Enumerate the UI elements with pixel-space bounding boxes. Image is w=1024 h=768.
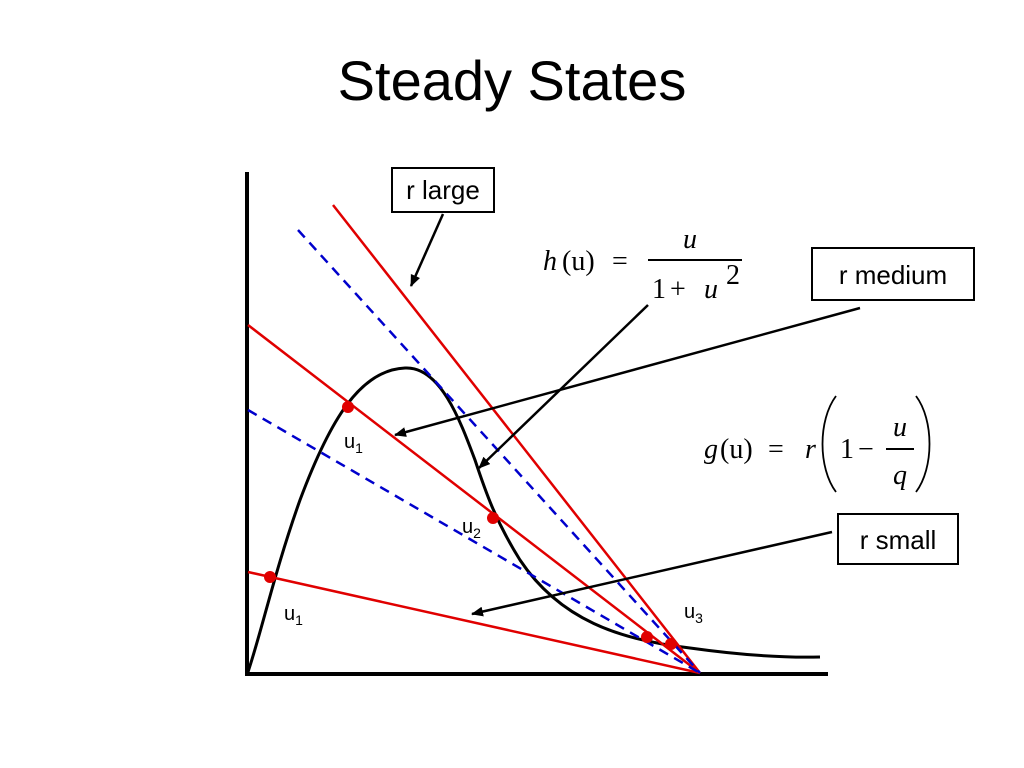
r-medium-arrow bbox=[394, 306, 861, 437]
h-equation: h (u) = u 1 + u 2 bbox=[543, 224, 742, 305]
r-small-arrow bbox=[471, 530, 833, 617]
r-small-box bbox=[837, 513, 959, 565]
svg-text:q: q bbox=[893, 460, 907, 491]
svg-text:u: u bbox=[683, 224, 697, 255]
page-title: Steady States bbox=[337, 49, 687, 112]
svg-text:(u): (u) bbox=[562, 246, 595, 277]
label-u1-lower: u1 bbox=[284, 603, 303, 628]
svg-text:u: u bbox=[893, 412, 907, 443]
svg-text:1: 1 bbox=[840, 434, 854, 465]
svg-text:g: g bbox=[704, 434, 718, 465]
r-medium-label: r medium bbox=[839, 260, 947, 290]
dashed-line-lower bbox=[247, 408, 701, 675]
r-large-box bbox=[391, 167, 495, 213]
svg-text:r: r bbox=[805, 434, 816, 465]
label-u1-upper: u1 bbox=[344, 431, 363, 456]
h-curve bbox=[246, 366, 821, 673]
label-u2: u2 bbox=[462, 516, 481, 541]
svg-text:h: h bbox=[543, 246, 557, 277]
line-r-medium bbox=[247, 324, 701, 674]
r-medium-box bbox=[811, 247, 975, 301]
svg-text:2: 2 bbox=[726, 260, 740, 291]
h-equation-arrow bbox=[478, 304, 649, 469]
r-small-label: r small bbox=[860, 525, 937, 555]
svg-text:u: u bbox=[704, 274, 718, 305]
svg-text:=: = bbox=[612, 246, 628, 277]
steady-point-u1-small bbox=[264, 571, 276, 583]
steady-point-u1-medium bbox=[342, 401, 354, 413]
g-equation: g (u) = r 1 − u q bbox=[704, 395, 931, 493]
r-large-label: r large bbox=[406, 175, 480, 205]
steady-point-u2 bbox=[487, 512, 499, 524]
r-large-arrow bbox=[409, 213, 445, 287]
steady-point-u3-a bbox=[641, 631, 653, 643]
line-r-small bbox=[247, 570, 701, 675]
steady-point-u3-b bbox=[665, 638, 677, 650]
label-u3: u3 bbox=[684, 601, 703, 626]
svg-text:(u): (u) bbox=[720, 434, 753, 465]
svg-text:−: − bbox=[858, 434, 874, 465]
dashed-line-upper bbox=[297, 229, 701, 674]
svg-text:+: + bbox=[670, 274, 686, 305]
line-r-large bbox=[332, 204, 701, 674]
svg-text:1: 1 bbox=[652, 274, 666, 305]
svg-text:=: = bbox=[768, 434, 784, 465]
